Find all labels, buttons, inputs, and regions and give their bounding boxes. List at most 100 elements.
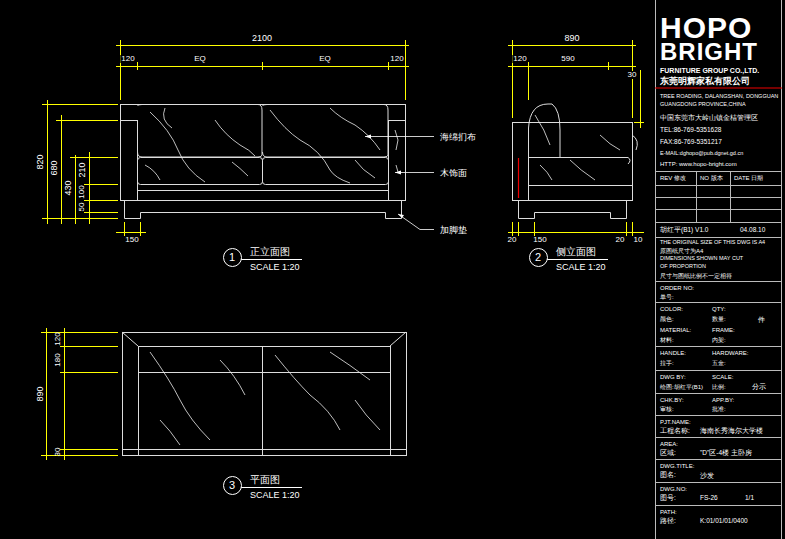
company-name: FURNITURE GROUP CO.,LTD. [660, 67, 759, 74]
dimension: 180 [54, 353, 62, 366]
dimension: 210 [78, 162, 87, 177]
dimension: 120 [120, 55, 135, 63]
view-number-circle: 1 [223, 248, 242, 267]
view-scale: SCALE 1:20 [250, 263, 300, 272]
leader-lines [365, 137, 434, 230]
field: HANDLE: [660, 350, 686, 356]
view-number: 3 [229, 480, 235, 491]
plan-view [122, 332, 407, 456]
side-elevation [513, 104, 638, 219]
revision-header: DATE 日期 [734, 175, 763, 181]
address: GUANGDONG PROVINCE,CHINA [660, 102, 746, 108]
field: DWG.NO: [660, 486, 687, 492]
field: 单号: [660, 294, 674, 300]
field-value: 沙发 [700, 472, 714, 479]
field: ORDER NO: [660, 285, 694, 291]
view-title-underline [241, 260, 608, 488]
contact: E-MAIL:dghopo@pub.dgnet.gd.cn [660, 151, 743, 157]
dimension: 30 [627, 71, 638, 79]
dimension: 430 [64, 180, 73, 195]
fabric-pattern [145, 108, 398, 183]
view-title: 正立面图 [250, 247, 290, 257]
field: 路径: [660, 518, 676, 525]
dimension: 150 [124, 236, 139, 244]
revision-header: NO 版本 [700, 175, 723, 181]
field-value: 1/1 [745, 495, 754, 502]
field: PATH: [660, 509, 677, 515]
logo: HOPO [660, 13, 752, 43]
dimension: EQ [318, 55, 332, 63]
field: 五金: [712, 360, 726, 366]
field: APP.BY: [712, 397, 734, 403]
revision-entry: 04.08.10 [740, 227, 765, 234]
field: QTY: [712, 306, 726, 312]
revision-entry: 胡红平(B1) V1.0 [660, 227, 708, 234]
note: DIMENSIONS SHOWN MAY CUT [660, 256, 743, 262]
contact: HTTP: www.hopo-bright.com [660, 161, 737, 167]
dimension: 30 [54, 448, 62, 457]
front-elevation [120, 105, 406, 219]
field: 图名: [660, 472, 676, 479]
field: CHK.BY: [660, 397, 684, 403]
dimension: 120 [389, 55, 404, 63]
dimension: 890 [36, 386, 45, 401]
field: AREA: [660, 441, 678, 447]
view-number-circle: 2 [529, 248, 548, 267]
field: 内架: [712, 337, 726, 343]
dimension-lines [508, 40, 644, 236]
dimension: 120 [512, 55, 527, 63]
dimension-lines [42, 40, 409, 236]
field: 颜色: [660, 316, 674, 322]
note: THE ORIGINAL SIZE OF THIS DWG IS A4 [660, 240, 765, 246]
view-number-circle: 3 [223, 476, 242, 495]
callout: 木饰面 [440, 169, 467, 178]
note: 原图纸尺寸为A4 [660, 248, 703, 254]
view-title: 平面图 [250, 475, 280, 485]
field: HARDWARE: [712, 350, 748, 356]
title-block-frame [655, 0, 782, 539]
dimension: 50 [78, 203, 86, 212]
field-value: "D"区-4楼 主卧房 [700, 450, 752, 457]
field: 工程名称: [660, 428, 690, 435]
revision-header: REV 修改 [660, 175, 686, 181]
dimension: EQ [193, 55, 207, 63]
view-number: 2 [535, 252, 541, 263]
view-number: 1 [229, 252, 235, 263]
field-value: 海南长秀海尔大学楼 [700, 428, 763, 435]
field-value: FS-26 [700, 495, 718, 502]
field: 材料: [660, 337, 674, 343]
field: 拉手: [660, 360, 674, 366]
fabric-pattern [535, 115, 620, 180]
contact: FAX:86-769-5351217 [660, 139, 722, 146]
view-scale: SCALE 1:20 [556, 263, 606, 272]
view-scale: SCALE 1:20 [250, 491, 300, 500]
field: 区域: [660, 450, 676, 457]
dimension: 20 [615, 236, 626, 244]
fabric-pattern [150, 352, 380, 445]
callout: 加脚垫 [440, 226, 467, 235]
field: PJT.NAME: [660, 419, 691, 425]
note: 尺寸与图纸比例不一定相符 [660, 273, 732, 279]
leader-arrows [365, 135, 404, 219]
field-value: 件 [758, 316, 765, 323]
view-title: 侧立面图 [556, 247, 596, 257]
dimension: 20 [507, 236, 518, 244]
field: 数量: [712, 316, 726, 322]
field: 比例: [712, 384, 726, 390]
field: FRAME: [712, 327, 735, 333]
dimension: 590 [560, 55, 575, 63]
field: COLOR: [660, 306, 683, 312]
dimension: 120 [54, 332, 62, 345]
field-value: 绘图:胡红平(B1) [660, 384, 703, 390]
field: DWG.TITLE: [660, 463, 694, 469]
company-name: 东莞明辉家私有限公司 [660, 77, 750, 86]
field: DWG BY: [660, 374, 686, 380]
dimension: 890 [563, 34, 580, 43]
logo: BRIGHT [660, 40, 758, 64]
address: 中国东莞市大岭山镇金桔管理区 [660, 115, 758, 122]
contact: TEL:86-769-5351628 [660, 127, 721, 134]
address: TREE ROADING, DALANGSHAN, DONGGUAN [660, 94, 778, 100]
dimension-lines [41, 328, 118, 460]
dimension: 10 [633, 236, 644, 244]
dimension: 2100 [251, 34, 273, 43]
